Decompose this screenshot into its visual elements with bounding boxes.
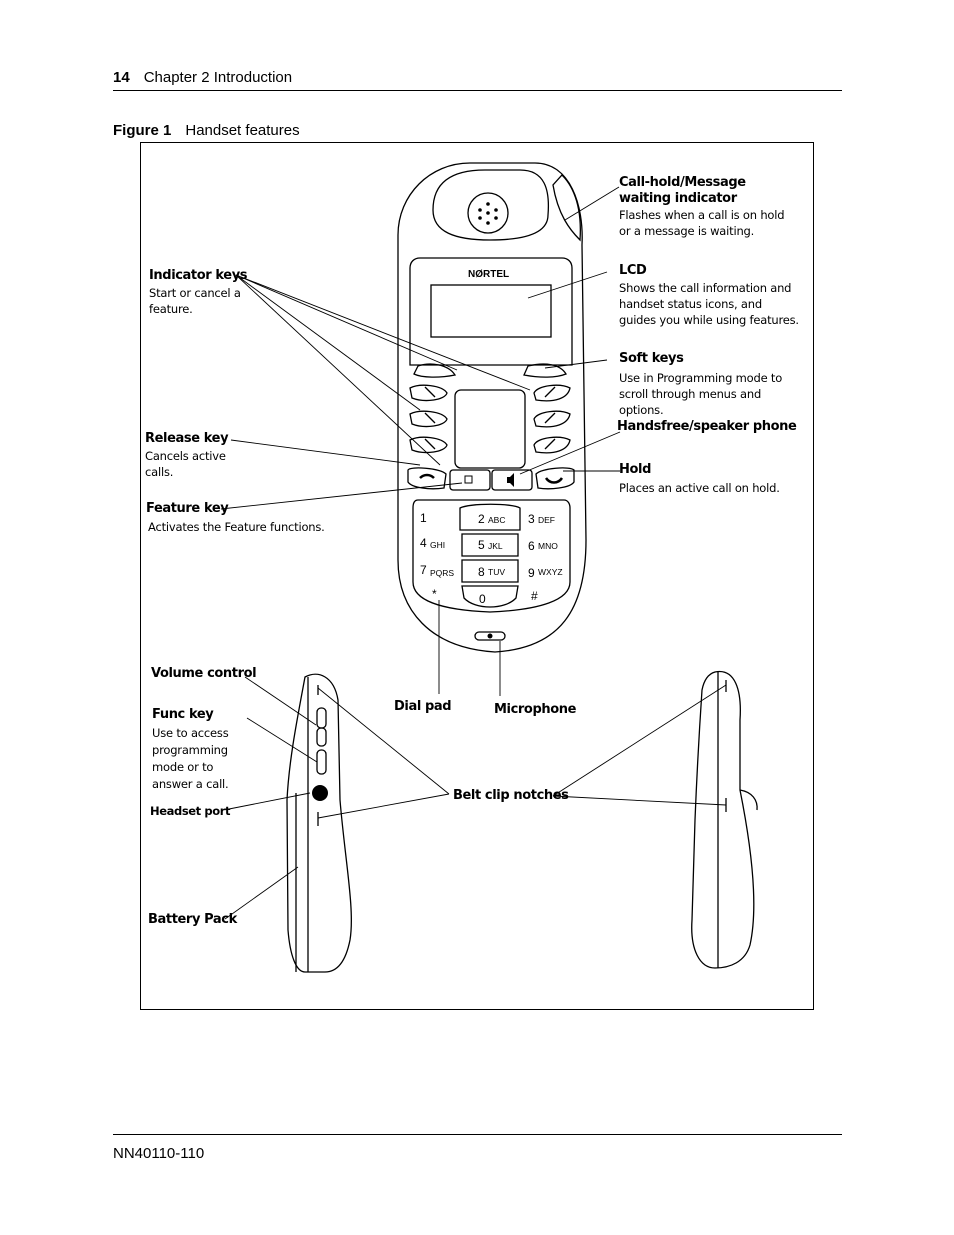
- indicator-key-left-1: [409, 384, 448, 402]
- figure-label: Figure 1: [113, 122, 172, 139]
- headset-port: [312, 785, 328, 801]
- handsfree-key: [491, 469, 533, 491]
- indicator-key-right-1: [533, 384, 571, 402]
- key-6-letters: MNO: [538, 541, 558, 551]
- lcd-screen: [430, 284, 552, 338]
- document-id: NN40110-110: [113, 1145, 205, 1162]
- indicator-key-right-3: [533, 436, 571, 454]
- callout-feature-key-desc: Activates the Feature functions.: [148, 520, 325, 534]
- header-rule: [113, 90, 842, 91]
- callout-call-hold-desc: Flashes when a call is on hold or a mess…: [619, 208, 785, 238]
- dial-pad-outline: [412, 499, 571, 613]
- callout-headset-port-title: Headset port: [150, 804, 231, 818]
- face-plate: [409, 257, 573, 366]
- key-3-letters: DEF: [538, 515, 555, 525]
- key-5: 5: [478, 538, 485, 552]
- callout-lcd-title: LCD: [619, 263, 647, 278]
- running-header: 14 Chapter 2 Introduction: [113, 69, 292, 86]
- callout-indicator-keys-desc: Start or cancel a feature.: [149, 286, 241, 316]
- indicator-key-left-3: [409, 436, 448, 454]
- callout-soft-keys-desc: Use in Programming mode to scroll throug…: [619, 371, 783, 417]
- callout-func-key-desc: Use to access programming mode or to ans…: [152, 726, 229, 791]
- key-7: 7: [420, 563, 427, 577]
- key-9: 9: [528, 566, 535, 580]
- key-0: 0: [479, 592, 486, 606]
- handset-outline: [397, 162, 587, 653]
- callout-lcd-desc: Shows the call information and handset s…: [619, 281, 799, 327]
- callout-battery-pack-title: Battery Pack: [148, 912, 237, 927]
- soft-key-right: [523, 363, 567, 378]
- volume-up-button: [316, 707, 327, 729]
- soft-key-left: [413, 363, 457, 378]
- chapter-title: Chapter 2 Introduction: [143, 69, 293, 86]
- callout-belt-clip-title: Belt clip notches: [453, 788, 569, 803]
- key-5-letters: JKL: [488, 541, 503, 551]
- callout-microphone-title: Microphone: [494, 702, 577, 717]
- callout-call-hold-title: Call-hold/Message waiting indicator: [619, 175, 746, 206]
- key-4-letters: GHI: [430, 540, 445, 550]
- key-8-letters: TUV: [488, 567, 505, 577]
- callout-hold-desc: Places an active call on hold.: [619, 481, 780, 495]
- callout-func-key-title: Func key: [152, 707, 214, 722]
- figure-caption: Figure 1 Handset features: [113, 122, 300, 139]
- keypad-labels: 1 2 ABC 3 DEF 4 GHI 5 JKL 6 MNO 7 PQRS 8…: [420, 511, 563, 606]
- func-button: [316, 749, 327, 775]
- indicator-key-right-2: [533, 410, 571, 428]
- speaker-grille-icon: [478, 202, 498, 225]
- key-8: 8: [478, 565, 485, 579]
- key-star: *: [432, 587, 437, 601]
- key-2-letters: ABC: [488, 515, 505, 525]
- figure-title: Handset features: [185, 122, 300, 139]
- key-1: 1: [420, 511, 427, 525]
- side-profile-right: [691, 670, 755, 969]
- callout-release-key-title: Release key: [145, 431, 229, 446]
- page-number: 14: [113, 69, 130, 86]
- side-profile-left: [286, 673, 352, 973]
- leader-lines: [220, 186, 727, 920]
- callout-indicator-keys-title: Indicator keys: [149, 268, 248, 283]
- microphone-port: [474, 631, 506, 641]
- key-7-letters: PQRS: [430, 568, 454, 578]
- release-key: [407, 467, 447, 490]
- indicator-key-left-2: [409, 410, 448, 428]
- key-3: 3: [528, 512, 535, 526]
- key-4: 4: [420, 536, 427, 550]
- callout-hold-title: Hold: [619, 462, 651, 477]
- footer-rule: [113, 1134, 842, 1135]
- callout-dial-pad-title: Dial pad: [394, 699, 452, 714]
- hold-indicator-icon: [552, 174, 581, 242]
- earpiece-cap: [432, 169, 550, 241]
- callout-release-key-desc: Cancels active calls.: [145, 449, 226, 479]
- key-2: 2: [478, 512, 485, 526]
- nav-display: [454, 389, 526, 469]
- callout-soft-keys-title: Soft keys: [619, 351, 684, 366]
- feature-key: [449, 469, 491, 491]
- hold-key: [535, 467, 575, 490]
- figure-frame: [140, 142, 814, 1010]
- callout-volume-control-title: Volume control: [151, 666, 257, 681]
- key-hash: #: [531, 589, 538, 603]
- volume-down-button: [316, 727, 327, 747]
- callout-feature-key-title: Feature key: [146, 501, 229, 516]
- key-6: 6: [528, 539, 535, 553]
- brand-logo: NØRTEL: [468, 269, 509, 280]
- key-9-letters: WXYZ: [538, 567, 563, 577]
- callout-handsfree-title: Handsfree/speaker phone: [617, 419, 797, 434]
